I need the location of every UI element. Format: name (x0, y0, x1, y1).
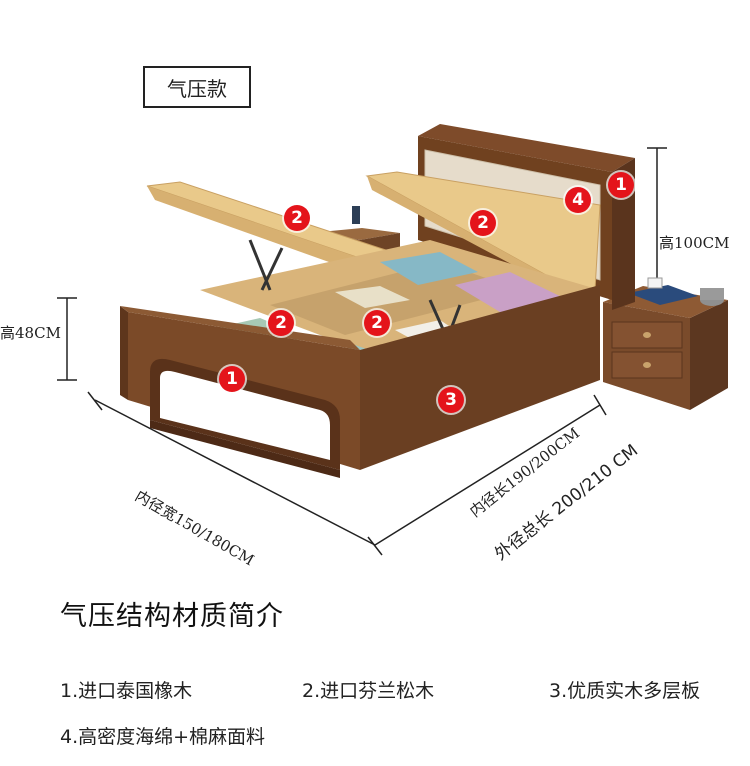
material-badge-4-cushion: 4 (565, 187, 591, 213)
legend-item-3: 3.优质实木多层板 (549, 680, 701, 702)
frame-height-label: 高48CM (0, 324, 61, 342)
material-badge-2-front-lid: 2 (284, 205, 310, 231)
legend-item-1: 1.进口泰国橡木 (60, 680, 193, 702)
legend-item-2: 2.进口芬兰松木 (302, 680, 435, 702)
right-nightstand (603, 277, 728, 410)
section-title: 气压结构材质简介 (60, 601, 284, 632)
headboard-height-label: 高100CM (659, 234, 730, 252)
bed-illustration (57, 124, 728, 556)
legend-item-4: 4.高密度海绵+棉麻面料 (60, 726, 266, 748)
material-badge-2-right-slat: 2 (364, 310, 390, 336)
material-badge-2-back-lid: 2 (470, 210, 496, 236)
material-badge-1-footboard: 1 (219, 366, 245, 392)
material-badge-3-side-rail: 3 (438, 387, 464, 413)
material-badge-1-headboard: 1 (608, 172, 634, 198)
material-badge-2-left-slat: 2 (268, 310, 294, 336)
type-label: 气压款 (143, 66, 251, 108)
